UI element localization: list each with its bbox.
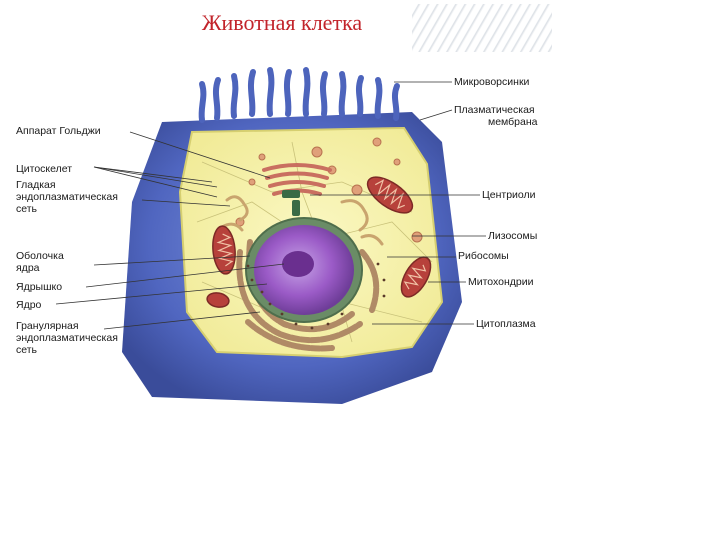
nucleolus [282, 251, 314, 277]
label-mitochondria: Митохондрии [468, 276, 534, 288]
label-nuclear-envelope-1: Оболочка [16, 250, 64, 262]
label-cytoplasm: Цитоплазма [476, 318, 536, 330]
label-rough-er-3: сеть [16, 344, 38, 356]
label-microvilli: Микроворсинки [454, 76, 530, 88]
label-lysosomes: Лизосомы [488, 230, 538, 242]
title-bar: Животная клетка [12, 4, 552, 52]
label-cytoskeleton: Цитоскелет [16, 163, 73, 175]
diagram-panel: Аппарат Гольджи Цитоскелет Гладкая эндоп… [12, 52, 552, 412]
label-smooth-er-3: сеть [16, 203, 38, 215]
centrioles [282, 190, 300, 216]
title-decoration [412, 4, 552, 52]
label-ribosomes: Рибосомы [458, 250, 509, 262]
label-nucleus: Ядро [16, 299, 42, 311]
microvilli [198, 67, 400, 123]
label-membrane-1: Плазматическая [454, 104, 535, 116]
label-rough-er-2: эндоплазматическая [16, 332, 118, 344]
lysosomes [235, 137, 423, 243]
leader-lines-right [310, 81, 486, 325]
ribosomes [246, 262, 386, 330]
smooth-er [220, 195, 384, 246]
label-golgi: Аппарат Гольджи [16, 125, 101, 137]
label-smooth-er-1: Гладкая [16, 179, 56, 191]
label-centrioles: Центриоли [482, 189, 536, 201]
page-title: Животная клетка [201, 10, 363, 35]
label-nucleolus: Ядрышко [16, 281, 63, 293]
label-membrane-2: мембрана [488, 116, 538, 128]
label-rough-er-1: Гранулярная [16, 320, 79, 332]
leader-lines-left [55, 131, 285, 330]
cell-illustration [55, 67, 486, 404]
label-smooth-er-2: эндоплазматическая [16, 191, 118, 203]
label-nuclear-envelope-2: ядра [16, 262, 40, 274]
